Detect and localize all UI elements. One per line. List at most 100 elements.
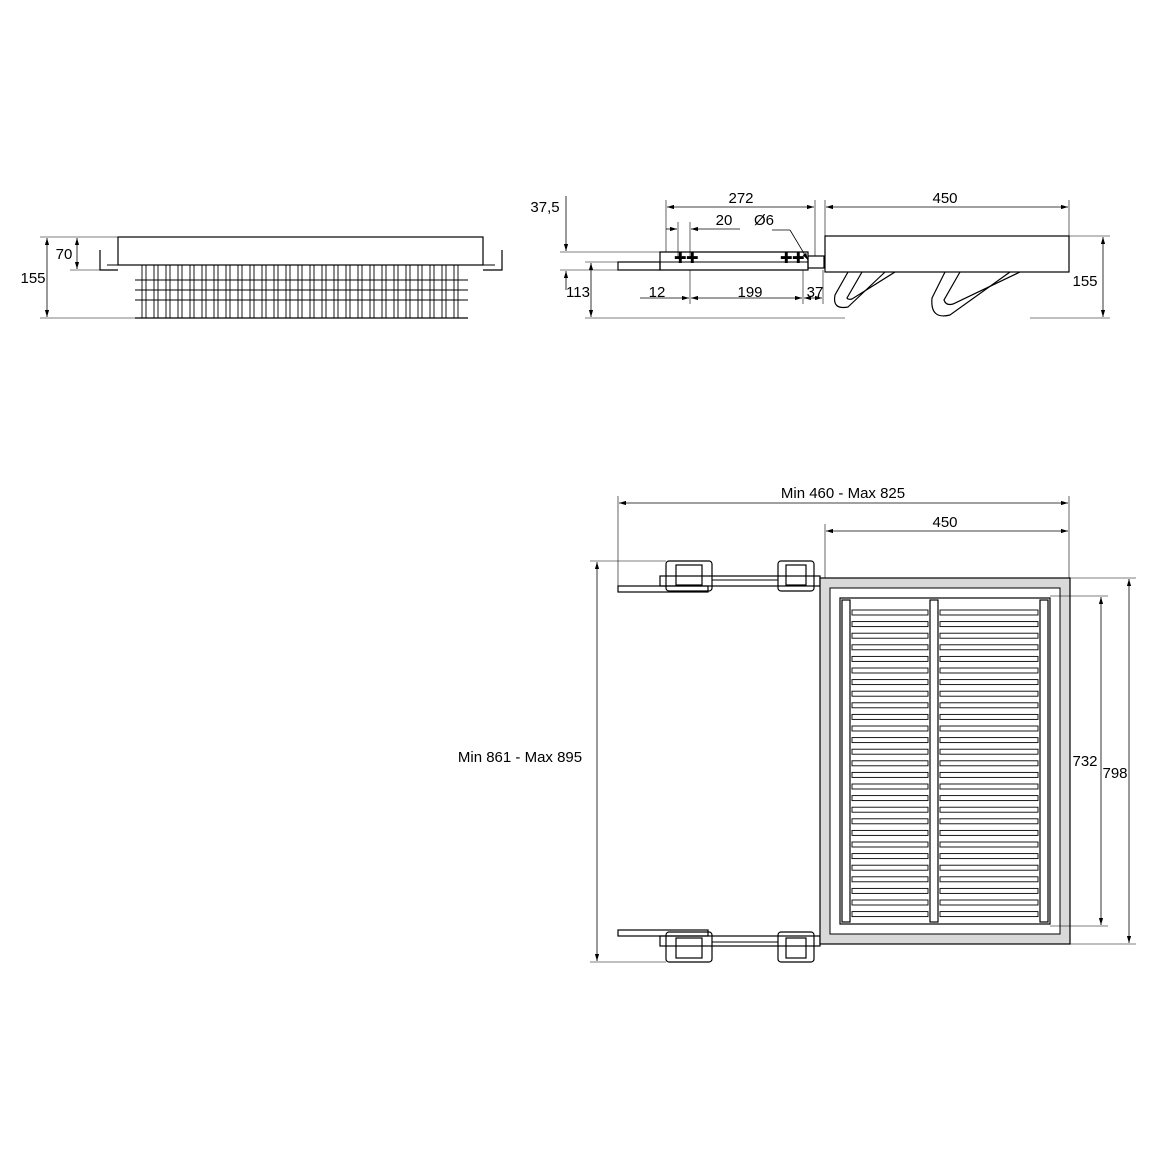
basket-bar [851, 771, 929, 778]
top-dim-overall-width: Min 460 - Max 825 [617, 485, 1070, 586]
top-dim-basket-width-label: 450 [932, 514, 957, 531]
side-rod [417, 264, 423, 319]
side-rod [393, 264, 399, 319]
basket-bar [851, 829, 929, 836]
basket-bar [939, 899, 1039, 906]
side-rod [225, 264, 231, 319]
basket-bar [851, 806, 929, 813]
basket-bar [939, 853, 1039, 860]
side-rod [333, 264, 339, 319]
basket-bar [939, 760, 1039, 767]
side-rods [141, 264, 459, 319]
basket-bar [851, 864, 929, 871]
side-frame [117, 236, 484, 266]
front-dim-bottom-offset-label: 113 [566, 284, 590, 301]
front-hook-1 [833, 271, 886, 309]
basket-bar [851, 713, 929, 720]
basket-bar [939, 771, 1039, 778]
basket-bar [851, 911, 929, 918]
basket-bar [939, 783, 1039, 790]
side-rod [213, 264, 219, 319]
side-rod [369, 264, 375, 319]
basket-bar [851, 818, 929, 825]
basket-bar [851, 876, 929, 883]
basket-bar [939, 632, 1039, 639]
top-basket-bars [851, 609, 1039, 918]
front-dim-hole-spacing-label: 20 [716, 212, 733, 229]
basket-bar [939, 609, 1039, 616]
front-dim-basket-width: 450 [824, 190, 1070, 236]
top-rail-lower [617, 929, 821, 963]
basket-bar [939, 876, 1039, 883]
basket-bar [939, 702, 1039, 709]
side-rod [165, 264, 171, 319]
side-rod [261, 264, 267, 319]
side-dim-upper: 70 [56, 238, 100, 271]
front-basket-frame [824, 235, 1070, 273]
basket-bar [939, 679, 1039, 686]
side-rod [405, 264, 411, 319]
side-rod [201, 264, 207, 319]
basket-bar [851, 853, 929, 860]
top-dim-overall-depth-label: Min 861 - Max 895 [458, 749, 582, 766]
front-dim-top-offset: 37,5 [530, 196, 660, 290]
basket-bar [851, 725, 929, 732]
basket-bar [939, 795, 1039, 802]
basket-bar [939, 667, 1039, 674]
side-rod [321, 264, 327, 319]
basket-bar [939, 725, 1039, 732]
top-dim-overall-width-label: Min 460 - Max 825 [781, 485, 905, 502]
side-rod [309, 264, 315, 319]
basket-bar [851, 887, 929, 894]
side-dim-total: 155 [20, 236, 135, 319]
svg-text:✚: ✚ [792, 250, 805, 267]
top-rail-upper [617, 560, 821, 593]
basket-bar [851, 795, 929, 802]
basket-bar [851, 621, 929, 628]
side-rod [357, 264, 363, 319]
basket-bar [851, 679, 929, 686]
side-rod [177, 264, 183, 319]
side-hook-right [483, 250, 503, 271]
basket-bar [851, 702, 929, 709]
side-dim-upper-label: 70 [56, 246, 73, 263]
front-dim-bottom-chain: 12 199 37 [640, 270, 823, 304]
top-dim-overall-depth: Min 861 - Max 895 [458, 560, 666, 963]
side-dim-total-label: 155 [20, 270, 45, 287]
basket-bar [851, 899, 929, 906]
basket-bar [939, 737, 1039, 744]
basket-bar [939, 690, 1039, 697]
side-rod [189, 264, 195, 319]
basket-bar [939, 864, 1039, 871]
side-rod [429, 264, 435, 319]
side-rod [453, 264, 459, 319]
top-dim-inner-depth-label: 732 [1072, 753, 1097, 770]
basket-bar [939, 644, 1039, 651]
side-rod [285, 264, 291, 319]
front-dim-hole-spacing: 20 [666, 212, 740, 258]
side-rod [273, 264, 279, 319]
basket-bar [939, 806, 1039, 813]
side-rod [249, 264, 255, 319]
front-dim-bottom-right-label: 37 [807, 284, 824, 301]
front-dim-basket-width-label: 450 [932, 190, 957, 207]
basket-bar [851, 632, 929, 639]
front-dim-bottom-mid-label: 199 [737, 284, 762, 301]
basket-bar [939, 829, 1039, 836]
top-dim-basket-width: 450 [824, 514, 1068, 578]
front-dim-bottom-offset: 113 [566, 261, 845, 319]
side-hook-left [99, 250, 118, 271]
basket-bar [939, 887, 1039, 894]
basket-bar [851, 655, 929, 662]
front-dim-top-offset-label: 37,5 [530, 199, 559, 216]
basket-bar [939, 621, 1039, 628]
basket-bar [939, 655, 1039, 662]
svg-text:✚: ✚ [780, 250, 793, 267]
side-rod [153, 264, 159, 319]
top-basket [819, 577, 1071, 945]
front-hook-2 [931, 271, 1011, 317]
top-view: Min 460 - Max 825 450 Min 861 - Max 895 … [458, 485, 1136, 963]
front-dim-hole-diameter-label: Ø6 [754, 212, 774, 229]
basket-bar [851, 760, 929, 767]
